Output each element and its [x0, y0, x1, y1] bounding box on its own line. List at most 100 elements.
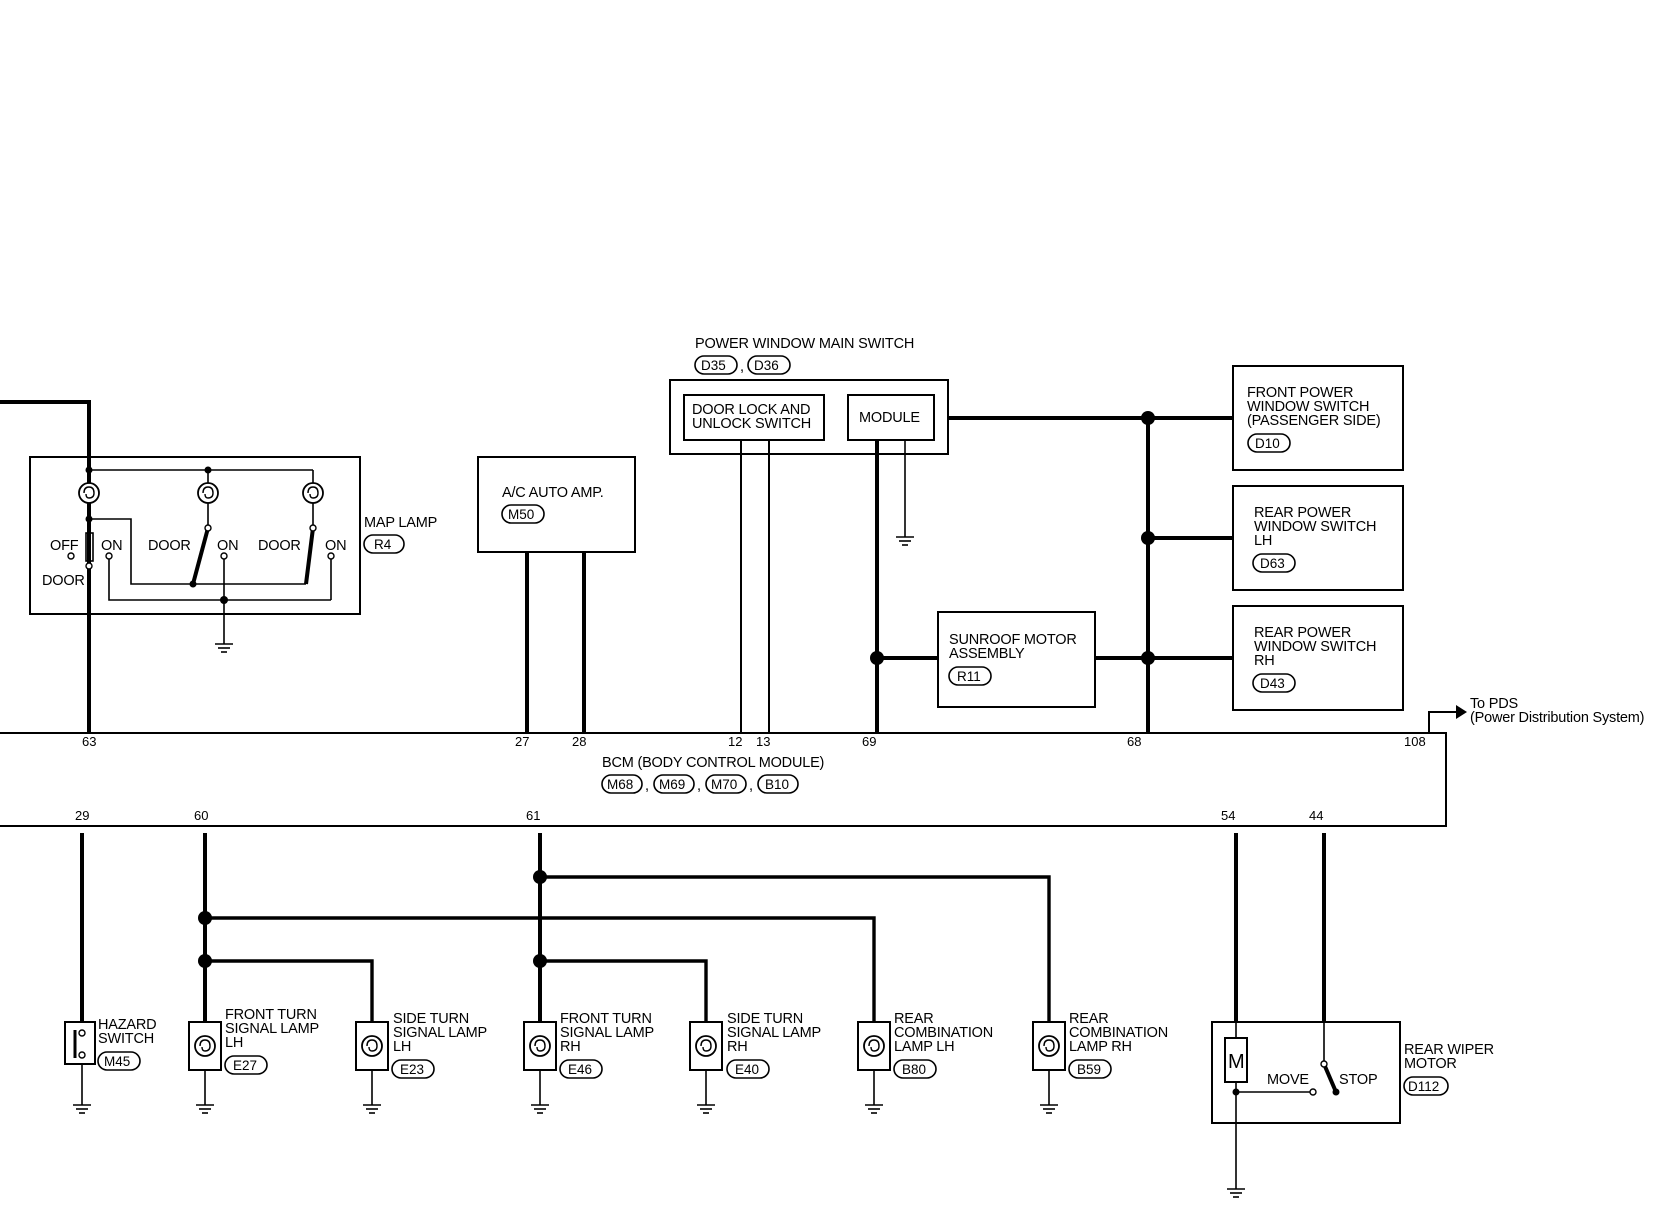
lamp-1-line1: FRONT TURN [225, 1007, 317, 1023]
ac-auto-amp-title: A/C AUTO AMP. [502, 485, 604, 501]
rear-pw-rh-line2: WINDOW SWITCH [1254, 639, 1376, 655]
bcm-connector-b10: B10 [765, 777, 789, 792]
ac-auto-amp-connector: M50 [508, 507, 534, 522]
lamp-5-connector: B80 [902, 1062, 926, 1077]
hazard-connector: M45 [104, 1054, 130, 1069]
bcm-pin-54: 54 [1221, 808, 1235, 823]
lamp-6-line1: REAR [1069, 1011, 1109, 1027]
lamp-6-line2: COMBINATION [1069, 1025, 1168, 1041]
rear-pw-rh-connector: D43 [1260, 676, 1285, 691]
bcm-pin-108: 108 [1404, 734, 1426, 749]
front-power-window-switch: FRONT POWER WINDOW SWITCH (PASSENGER SID… [1232, 365, 1404, 471]
bcm-connector-m68: M68 [607, 777, 633, 792]
lamp-1-line3: LH [225, 1035, 243, 1051]
lamp-3-line2: SIGNAL LAMP [560, 1025, 654, 1041]
lamp-6-connector: B59 [1077, 1062, 1101, 1077]
hazard-line2: SWITCH [98, 1031, 154, 1047]
lamp-3-line3: RH [560, 1039, 581, 1055]
lamp-6-line3: LAMP RH [1069, 1039, 1132, 1055]
rear-pw-rh-line3: RH [1254, 653, 1275, 669]
svg-text:,: , [749, 778, 753, 794]
bcm-pin-68: 68 [1127, 734, 1141, 749]
turn-signal-wiring [198, 833, 1051, 1030]
bcm-pin-12: 12 [728, 734, 742, 749]
bcm-pin-28: 28 [572, 734, 586, 749]
map-lamp-door-label-1: DOOR [42, 573, 85, 589]
lamp-3-connector: E46 [568, 1062, 592, 1077]
rear-combination-lamp-rh: REAR COMBINATION LAMP RH B59 [1032, 1011, 1168, 1114]
bcm-pin-44: 44 [1309, 808, 1323, 823]
wiper-move-label: MOVE [1267, 1072, 1309, 1088]
map-lamp-on-label-1: ON [101, 538, 122, 554]
lamp-4-line1: SIDE TURN [727, 1011, 803, 1027]
lamp-2-line2: SIGNAL LAMP [393, 1025, 487, 1041]
rear-power-window-switch-rh: REAR POWER WINDOW SWITCH RH D43 [1232, 605, 1404, 711]
lamp-2-connector: E23 [400, 1062, 424, 1077]
lamp-5-line1: REAR [894, 1011, 934, 1027]
svg-text:,: , [645, 778, 649, 794]
front-pw-switch-line2: WINDOW SWITCH [1247, 399, 1369, 415]
bcm-pin-27: 27 [515, 734, 529, 749]
bcm-pin-60: 60 [194, 808, 208, 823]
bcm-pin-63: 63 [82, 734, 96, 749]
pw-main-title: POWER WINDOW MAIN SWITCH [695, 336, 914, 352]
wiper-motor-symbol: M [1228, 1051, 1245, 1073]
pds-output: To PDS (Power Distribution System) [1428, 696, 1644, 733]
rear-wiper-motor: M MOVE STOP REAR WIPER MOTOR D112 [1211, 833, 1494, 1198]
wiper-stop-label: STOP [1339, 1072, 1377, 1088]
svg-text:,: , [697, 778, 701, 794]
bcm-pin-69: 69 [862, 734, 876, 749]
bcm-connector-m70: M70 [711, 777, 737, 792]
bcm-pin-61: 61 [526, 808, 540, 823]
map-lamp-off-label: OFF [50, 538, 79, 554]
rear-pw-lh-line1: REAR POWER [1254, 505, 1351, 521]
map-lamp-door-label-2: DOOR [148, 538, 191, 554]
svg-text:,: , [740, 359, 744, 375]
window-switch-bus [1095, 411, 1233, 733]
lamp-3-line1: FRONT TURN [560, 1011, 652, 1027]
front-turn-signal-lamp-rh: FRONT TURN SIGNAL LAMP RH E46 [523, 1011, 654, 1114]
lamp-5-line2: COMBINATION [894, 1025, 993, 1041]
pw-main-connector-d35: D35 [701, 358, 726, 373]
sunroof-connector: R11 [957, 669, 981, 684]
map-lamp: OFF ON DOOR DOOR ON DOOR ON MAP LAMP R4 [0, 400, 437, 733]
lamp-5-line3: LAMP LH [894, 1039, 954, 1055]
sunroof-line1: SUNROOF MOTOR [949, 632, 1077, 648]
sunroof-motor-assembly: SUNROOF MOTOR ASSEMBLY R11 [870, 611, 1096, 708]
ac-auto-amp: A/C AUTO AMP. M50 [477, 456, 636, 733]
pds-line1: To PDS [1470, 696, 1518, 712]
side-turn-signal-lamp-lh: SIDE TURN SIGNAL LAMP LH E23 [355, 1011, 487, 1114]
lamp-4-line3: RH [727, 1039, 748, 1055]
map-lamp-title: MAP LAMP [364, 515, 437, 531]
lamp-2-line3: LH [393, 1039, 411, 1055]
rear-wiper-connector: D112 [1408, 1079, 1439, 1094]
hazard-switch: HAZARD SWITCH M45 [64, 833, 157, 1114]
sunroof-line2: ASSEMBLY [949, 646, 1025, 662]
side-turn-signal-lamp-rh: SIDE TURN SIGNAL LAMP RH E40 [689, 1011, 821, 1114]
front-pw-switch-line1: FRONT POWER [1247, 385, 1353, 401]
bcm-pin-29: 29 [75, 808, 89, 823]
front-pw-switch-connector: D10 [1255, 436, 1280, 451]
bcm-connector-tags: M68 , M69 , M70 , B10 [601, 774, 799, 794]
map-lamp-on-label-3: ON [325, 538, 346, 554]
bcm-connector-m69: M69 [659, 777, 685, 792]
front-turn-signal-lamp-lh: FRONT TURN SIGNAL LAMP LH E27 [188, 1007, 319, 1114]
rear-wiper-line1: REAR WIPER [1404, 1042, 1494, 1058]
pds-line2: (Power Distribution System) [1470, 710, 1644, 726]
rear-pw-lh-line2: WINDOW SWITCH [1254, 519, 1376, 535]
pw-main-module-label: MODULE [859, 410, 920, 426]
pw-main-door-lock-line1: DOOR LOCK AND [692, 402, 810, 418]
lamp-1-line2: SIGNAL LAMP [225, 1021, 319, 1037]
lamp-4-line2: SIGNAL LAMP [727, 1025, 821, 1041]
map-lamp-on-label-2: ON [217, 538, 238, 554]
hazard-line1: HAZARD [98, 1017, 156, 1033]
map-lamp-connector: R4 [374, 537, 392, 552]
power-window-main-switch: POWER WINDOW MAIN SWITCH D35 , D36 DOOR … [669, 336, 1233, 733]
front-pw-switch-line3: (PASSENGER SIDE) [1247, 413, 1381, 429]
rear-pw-lh-connector: D63 [1260, 556, 1285, 571]
lamp-4-connector: E40 [735, 1062, 759, 1077]
rear-power-window-switch-lh: REAR POWER WINDOW SWITCH LH D63 [1232, 485, 1404, 591]
pw-main-door-lock-line2: UNLOCK SWITCH [692, 416, 811, 432]
rear-combination-lamp-lh: REAR COMBINATION LAMP LH B80 [857, 1011, 993, 1114]
bcm-title: BCM (BODY CONTROL MODULE) [602, 755, 824, 771]
